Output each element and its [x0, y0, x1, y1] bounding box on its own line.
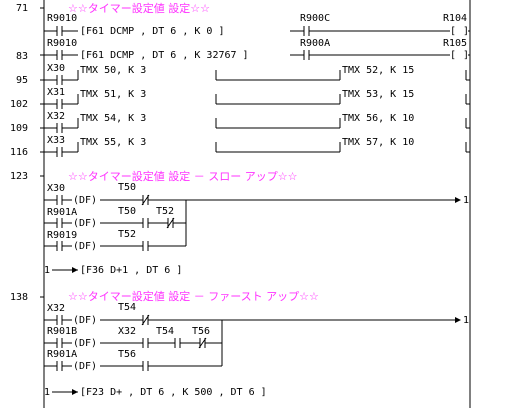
contact-label-x31: X31 [47, 87, 65, 98]
df-x32: (DF) [73, 315, 97, 326]
contact-label-t50-b: T50 [118, 206, 136, 217]
line-number-138: 138 [10, 292, 28, 303]
df-r9019: (DF) [73, 241, 97, 252]
jump-in-1-b: 1 [44, 387, 50, 398]
contact-label-t56-b: T56 [118, 349, 136, 360]
contact-label-x30-b: X30 [47, 183, 65, 194]
timer-tmx57: TMX 57, K 10 [342, 137, 414, 148]
contact-label-r9010-b: R9010 [47, 38, 77, 49]
timer-tmx53: TMX 53, K 15 [342, 89, 414, 100]
contact-label-r9019: R9019 [47, 230, 77, 241]
contact-label-x30: X30 [47, 63, 65, 74]
rung-x31-tmx[interactable]: X31 TMX 51, K 3 TMX 53, K 15 [44, 87, 470, 109]
instruction-f36: [F36 D+1 , DT 6 ] [80, 265, 182, 276]
coil-label-r105: R105 [443, 38, 467, 49]
line-number-123: 123 [10, 171, 28, 182]
jump-label-1-b: 1 [463, 315, 469, 326]
coil-bracket-r105: [ [450, 50, 456, 61]
line-number-71: 71 [16, 3, 28, 14]
line-number-102: 102 [10, 99, 28, 110]
comment-timer-setting: ☆☆タイマー設定値 設定☆☆ [68, 1, 210, 15]
timer-tmx50: TMX 50, K 3 [80, 65, 146, 76]
contact-label-t52: T52 [156, 206, 174, 217]
df-r901b: (DF) [73, 338, 97, 349]
rung-r9010-k0[interactable]: R9010 [F61 DCMP , DT 6 , K 0 ] R900C R10… [44, 13, 470, 37]
jump-label-1: 1 [463, 195, 469, 206]
line-number-95: 95 [16, 75, 28, 86]
contact-label-t50: T50 [118, 182, 136, 193]
jump-in-1: 1 [44, 265, 50, 276]
coil-bracket-r104-end: ] [463, 26, 469, 37]
rung-x30-tmx[interactable]: X30 TMX 50, K 3 TMX 52, K 15 [44, 63, 470, 85]
timer-tmx54: TMX 54, K 3 [80, 113, 146, 124]
rung-f36[interactable]: 1 [F36 D+1 , DT 6 ] [44, 265, 182, 276]
input-arrow [72, 267, 78, 273]
instruction-f23: [F23 D+ , DT 6 , K 500 , DT 6 ] [80, 387, 267, 398]
contact-label-t54-b: T54 [156, 326, 174, 337]
instruction-f61-k32767: [F61 DCMP , DT 6 , K 32767 ] [80, 50, 249, 61]
contact-label-r901b: R901B [47, 326, 77, 337]
line-ticks [40, 7, 44, 298]
line-number-109: 109 [10, 123, 28, 134]
timer-tmx52: TMX 52, K 15 [342, 65, 414, 76]
timer-tmx56: TMX 56, K 10 [342, 113, 414, 124]
timer-tmx51: TMX 51, K 3 [80, 89, 146, 100]
contact-label-r901a: R901A [47, 207, 77, 218]
coil-bracket-r105-end: ] [463, 50, 469, 61]
contact-label-r900c: R900C [300, 13, 330, 24]
contact-label-r900a: R900A [300, 38, 330, 49]
line-number-116: 116 [10, 147, 28, 158]
rung-slow-up[interactable]: X30 (DF) T50 1 R901A (DF) T50 T52 R9019 … [44, 182, 469, 252]
df-r901a-b: (DF) [73, 361, 97, 372]
df-x30: (DF) [73, 195, 97, 206]
output-arrow [455, 197, 461, 203]
comment-slow-up: ☆☆タイマー設定値 設定 － スロー アップ☆☆ [68, 169, 298, 183]
instruction-f61-k0: [F61 DCMP , DT 6 , K 0 ] [80, 26, 225, 37]
input-arrow-2 [72, 389, 78, 395]
line-number-83: 83 [16, 51, 28, 62]
contact-label-x32-c: X32 [118, 326, 136, 337]
comment-fast-up: ☆☆タイマー設定値 設定 － ファースト アップ☆☆ [68, 289, 319, 303]
contact-label-t54: T54 [118, 302, 136, 313]
rung-fast-up[interactable]: X32 (DF) T54 1 R901B (DF) X32 T54 T56 R9… [44, 302, 469, 372]
contact-label-x33: X33 [47, 135, 65, 146]
rung-x32-tmx[interactable]: X32 TMX 54, K 3 TMX 56, K 10 [44, 111, 470, 133]
rung-f23[interactable]: 1 [F23 D+ , DT 6 , K 500 , DT 6 ] [44, 387, 267, 398]
df-r901a: (DF) [73, 218, 97, 229]
contact-label-t56: T56 [192, 326, 210, 337]
contact-label-r9010: R9010 [47, 13, 77, 24]
contact-label-x32: X32 [47, 111, 65, 122]
rung-r9010-k32767[interactable]: R9010 [F61 DCMP , DT 6 , K 32767 ] R900A… [44, 38, 470, 61]
contact-label-r901a-b: R901A [47, 349, 77, 360]
coil-label-r104: R104 [443, 13, 467, 24]
rung-x33-tmx[interactable]: X33 TMX 55, K 3 TMX 57, K 10 [44, 135, 470, 157]
output-arrow-2 [455, 317, 461, 323]
timer-tmx55: TMX 55, K 3 [80, 137, 146, 148]
contact-label-x32-b: X32 [47, 303, 65, 314]
coil-bracket-r104: [ [450, 26, 456, 37]
contact-label-t52-b: T52 [118, 229, 136, 240]
